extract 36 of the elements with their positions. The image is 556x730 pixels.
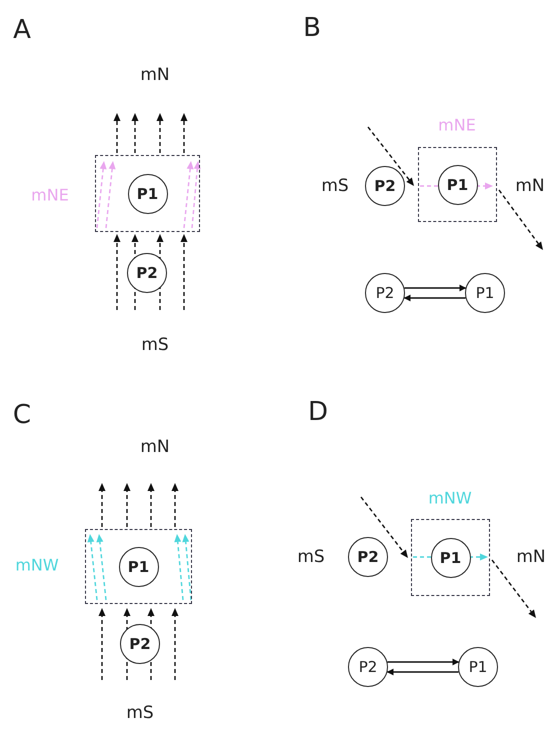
circle-node: P1 xyxy=(458,647,498,687)
dashed-box xyxy=(95,155,200,232)
dashed-box xyxy=(411,519,490,596)
arrow xyxy=(404,294,466,302)
dashed-box xyxy=(85,529,192,604)
circle-node: P1 xyxy=(128,174,168,214)
circle-node: P2 xyxy=(365,166,405,206)
circle-node: P2 xyxy=(348,537,388,577)
pole-label: mN xyxy=(140,65,170,85)
circle-node: P1 xyxy=(430,538,470,578)
circle-node: P1 xyxy=(465,273,505,313)
pole-label: mS xyxy=(126,703,154,723)
circle-node: P2 xyxy=(348,647,388,687)
circle-node: P1 xyxy=(438,164,478,204)
pole-label: mS xyxy=(297,547,325,567)
circle-node: P1 xyxy=(118,546,158,586)
pole-label: mS xyxy=(141,335,169,355)
panel-label: D xyxy=(308,397,328,427)
arrow xyxy=(387,658,460,666)
pole-label: mNE xyxy=(31,186,69,204)
circle-node: P2 xyxy=(120,624,160,664)
circle-node: P2 xyxy=(127,253,167,293)
pole-label: mNE xyxy=(438,116,476,134)
arrow xyxy=(404,284,466,292)
pole-label: mN xyxy=(516,547,546,567)
panel-label: B xyxy=(303,13,321,43)
pole-label: mS xyxy=(321,176,349,196)
panel-label: A xyxy=(13,15,31,45)
panel-label: C xyxy=(12,400,32,430)
circle-node: P2 xyxy=(365,273,405,313)
pole-label: mNW xyxy=(15,556,59,574)
dashed-box xyxy=(418,147,497,222)
arrow xyxy=(386,668,459,676)
pole-label: mN xyxy=(515,176,545,196)
pole-label: mNW xyxy=(428,488,472,508)
pole-label: mN xyxy=(140,437,170,457)
